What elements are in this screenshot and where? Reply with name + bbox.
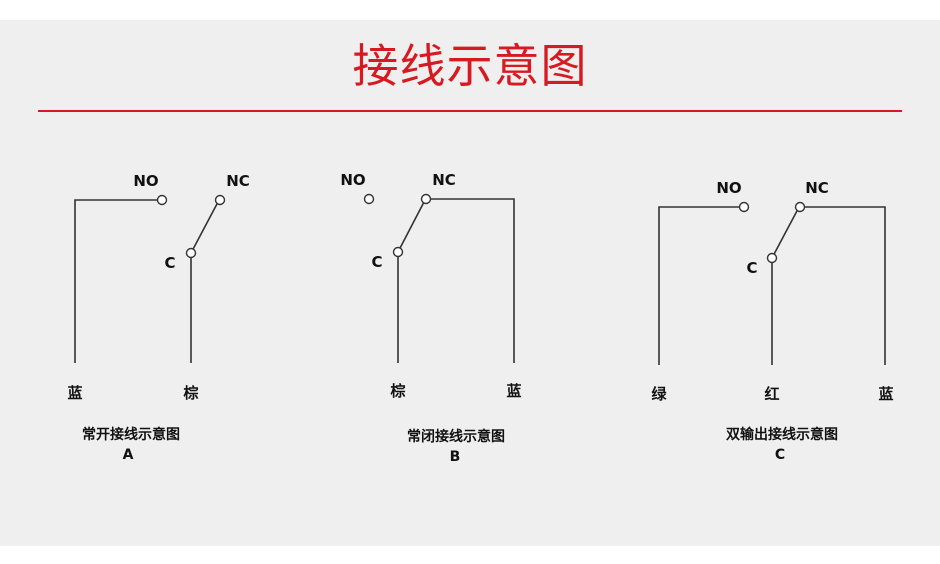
label-nc-b: NC <box>432 171 456 189</box>
caption-letter-b: B <box>450 449 461 465</box>
wire-nc-b <box>430 198 515 363</box>
diagram-panel <box>0 20 940 546</box>
wire-no-a <box>74 199 158 363</box>
wire-label-b-1: 棕 <box>390 382 405 400</box>
label-nc-a: NC <box>226 172 250 190</box>
diagram-b: NO NC C 棕 蓝 常闭接线示意图 B <box>340 171 521 465</box>
label-c-b: C <box>371 253 382 271</box>
caption-a: 常开接线示意图 <box>82 426 180 443</box>
label-c-c: C <box>746 259 757 277</box>
wire-label-a-2: 棕 <box>183 384 198 402</box>
label-no-c: NO <box>716 179 741 197</box>
page-title: 接线示意图 <box>352 39 588 93</box>
label-c-a: C <box>164 254 175 272</box>
terminal-no-c <box>738 201 750 213</box>
terminal-no-b <box>363 193 375 205</box>
title-divider <box>38 110 902 112</box>
switch-arm-a <box>190 201 219 254</box>
terminal-nc-b <box>420 193 432 205</box>
caption-b: 常闭接线示意图 <box>407 428 505 445</box>
terminal-no-a <box>156 194 168 206</box>
wire-label-a-1: 蓝 <box>67 384 82 402</box>
diagram-a: NO NC C 蓝 棕 常开接线示意图 A <box>67 172 249 463</box>
terminal-c-c <box>766 252 778 264</box>
terminal-c-b <box>392 246 404 258</box>
terminal-nc-c <box>794 201 806 213</box>
wire-nc-c <box>804 206 886 365</box>
diagram-c: NO NC C 绿 红 蓝 双输出接线示意图 C <box>651 179 893 463</box>
wire-label-c-1: 绿 <box>651 385 667 403</box>
terminal-nc-a <box>214 194 226 206</box>
wire-no-c <box>658 206 740 365</box>
caption-c: 双输出接线示意图 <box>726 426 838 443</box>
label-no-a: NO <box>133 172 158 190</box>
wire-label-c-2: 红 <box>764 385 779 403</box>
terminal-c-a <box>185 247 197 259</box>
caption-letter-c: C <box>775 447 785 463</box>
switch-arm-c <box>771 208 799 259</box>
switch-arm-b <box>397 201 425 253</box>
wire-label-c-3: 蓝 <box>878 385 893 403</box>
label-no-b: NO <box>340 171 365 189</box>
caption-letter-a: A <box>123 447 134 463</box>
wire-label-b-2: 蓝 <box>506 382 521 400</box>
label-nc-c: NC <box>805 179 829 197</box>
